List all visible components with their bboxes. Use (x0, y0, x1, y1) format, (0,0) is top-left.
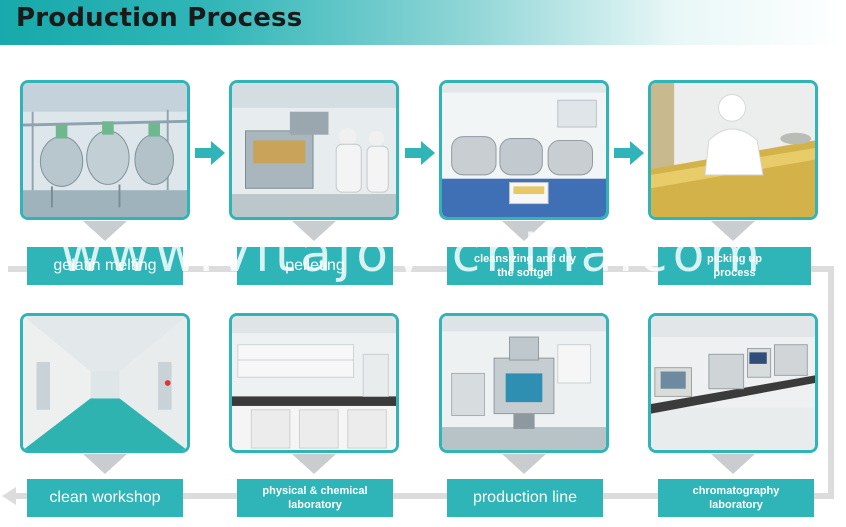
label-pointer (711, 221, 755, 241)
cleansizing-photo (439, 80, 609, 220)
laboratory-photo (229, 313, 399, 453)
label-pointer (502, 454, 546, 474)
flow-line-right (828, 266, 834, 499)
step-label-clean-workshop: clean workshop (27, 479, 183, 517)
step-label-picking-up: picking up process (658, 247, 811, 285)
step-label-pelleting: pelleting (237, 247, 393, 285)
label-pointer (83, 454, 127, 474)
picking-up-photo (648, 80, 818, 220)
step-label-gelatin-melting: gelatin melting (27, 247, 183, 285)
left-arrow-icon (2, 487, 16, 505)
chromatography-photo (648, 313, 818, 453)
right-arrow-icon (195, 141, 225, 165)
pelleting-photo (229, 80, 399, 220)
step-label-production-line: production line (447, 479, 603, 517)
page-title: Production Process (16, 3, 303, 33)
gelatin-melting-photo (20, 80, 190, 220)
step-label-cleansizing: cleansizing and dry the softgel (447, 247, 603, 285)
production-line-photo (439, 313, 609, 453)
right-arrow-icon (614, 141, 644, 165)
right-arrow-icon (405, 141, 435, 165)
label-pointer (292, 454, 336, 474)
header-banner: Production Process (0, 0, 846, 45)
label-pointer (83, 221, 127, 241)
step-label-chromatography: chromatography laboratory (658, 479, 814, 517)
label-pointer (502, 221, 546, 241)
flow-line-bottom (14, 493, 834, 499)
label-pointer (711, 454, 755, 474)
label-pointer (292, 221, 336, 241)
clean-workshop-photo (20, 313, 190, 453)
step-label-laboratory: physical & chemical laboratory (237, 479, 393, 517)
flow-line-top (8, 266, 834, 272)
